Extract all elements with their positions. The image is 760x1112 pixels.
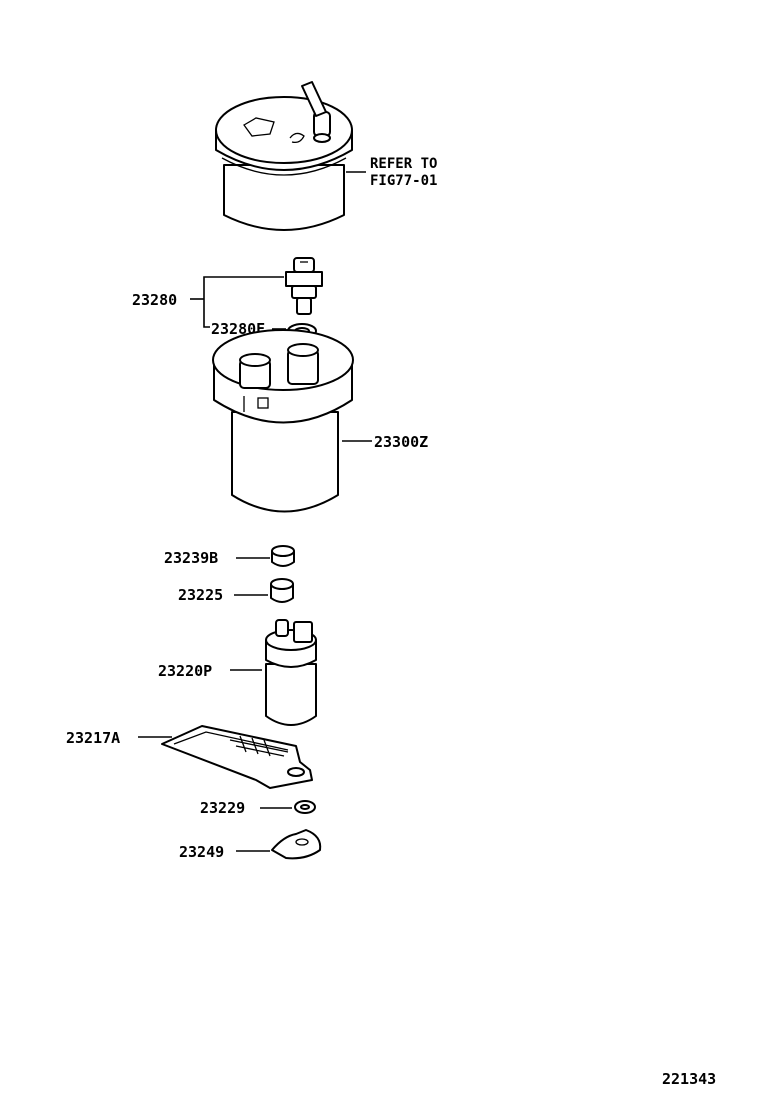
part-23239B-cushion <box>271 545 295 567</box>
part-23217A-strainer <box>161 725 313 789</box>
part-23280-regulator <box>285 257 323 315</box>
label-23220P: 23220P <box>158 662 212 680</box>
figure-id: 221343 <box>662 1070 716 1088</box>
label-23300Z: 23300Z <box>374 433 428 451</box>
label-23239B: 23239B <box>164 549 218 567</box>
part-23229-washer <box>294 800 316 814</box>
part-23225-cushion <box>270 578 294 603</box>
label-23225: 23225 <box>178 586 223 604</box>
label-23217A: 23217A <box>66 729 120 747</box>
refer-to-label-line1: REFER TO <box>370 156 437 172</box>
part-23300Z-fuel-filter <box>212 329 354 513</box>
refer-to-callout: REFER TO FIG77-01 <box>346 156 437 189</box>
label-23280: 23280 <box>132 291 177 309</box>
refer-to-label-line2: FIG77-01 <box>370 173 437 189</box>
label-23249: 23249 <box>179 843 224 861</box>
fuel-pump-assembly-ref <box>215 81 353 231</box>
part-23220P-fuel-pump <box>265 619 317 726</box>
callout-23300Z: 23300Z <box>342 433 428 451</box>
label-23229: 23229 <box>200 799 245 817</box>
callout-23280: 23280 <box>132 276 284 328</box>
part-23249-clip <box>271 829 322 860</box>
